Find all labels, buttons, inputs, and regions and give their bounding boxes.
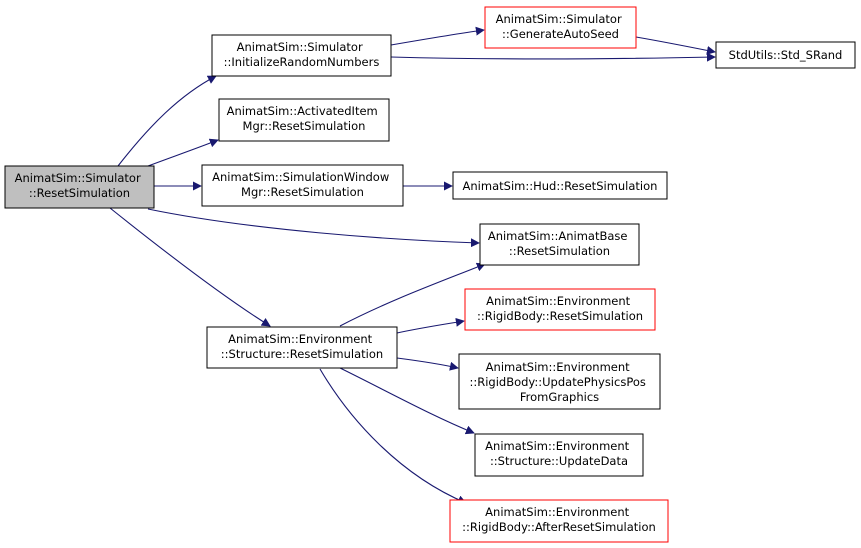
edge-reset-to-structure xyxy=(109,207,271,327)
node-label-line: AnimatSim::Environment xyxy=(486,294,630,308)
node-simulation-window-mgr-reset-simulation[interactable]: AnimatSim::SimulationWindow Mgr::ResetSi… xyxy=(201,164,404,207)
svg-text:AnimatSim::Environment: AnimatSim::Environment ::Structure::Upda… xyxy=(485,439,633,468)
node-activated-item-mgr-reset-simulation[interactable]: AnimatSim::ActivatedItem Mgr::ResetSimul… xyxy=(218,98,390,142)
node-label-line: AnimatSim::ActivatedItem xyxy=(227,104,378,118)
node-simulator-reset-simulation[interactable]: AnimatSim::Simulator ::ResetSimulation xyxy=(4,165,155,209)
node-label-line: ::GenerateAutoSeed xyxy=(502,27,619,41)
node-label-line: ::Structure::UpdateData xyxy=(490,454,628,468)
node-label-line: Mgr::ResetSimulation xyxy=(243,119,366,133)
node-structure-update-data[interactable]: AnimatSim::Environment ::Structure::Upda… xyxy=(474,433,644,477)
node-box xyxy=(218,98,390,142)
node-label-line: ::RigidBody::ResetSimulation xyxy=(477,309,643,323)
node-box xyxy=(484,6,637,49)
edge-structure-to-rigid-update xyxy=(396,357,459,371)
svg-text:AnimatSim::Simulator :: AnimatSim::Simulator ::ResetSimulation xyxy=(15,171,145,200)
node-label-line: AnimatSim::AnimatBase xyxy=(488,229,628,243)
edge-init-random-to-std-srand xyxy=(390,52,716,62)
svg-text:AnimatSim::ActivatedItem: AnimatSim::ActivatedItem Mgr::ResetSimul… xyxy=(227,104,382,133)
node-label-line: AnimatSim::Environment xyxy=(485,439,629,453)
node-box xyxy=(479,223,640,266)
node-rigid-body-update-physics-pos[interactable]: AnimatSim::Environment ::RigidBody::Upda… xyxy=(458,353,661,410)
node-label-line: ::Structure::ResetSimulation xyxy=(221,347,383,361)
node-animat-base-reset-simulation[interactable]: AnimatSim::AnimatBase ::ResetSimulation xyxy=(479,223,640,266)
node-simulator-initialize-random-numbers[interactable]: AnimatSim::Simulator ::InitializeRandomN… xyxy=(211,34,392,77)
svg-text:AnimatSim::Environment: AnimatSim::Environment ::RigidBody::Upda… xyxy=(469,360,649,404)
edge-init-random-to-gen-seed xyxy=(390,26,485,46)
node-stdutils-std-srand[interactable]: StdUtils::Std_SRand xyxy=(715,41,856,69)
node-box xyxy=(211,34,392,77)
node-rigid-body-reset-simulation[interactable]: AnimatSim::Environment ::RigidBody::Rese… xyxy=(464,288,656,331)
node-box xyxy=(458,353,661,410)
node-hud-reset-simulation[interactable]: AnimatSim::Hud::ResetSimulation xyxy=(452,171,668,200)
svg-text:AnimatSim::SimulationWindow: AnimatSim::SimulationWindow Mgr::ResetSi… xyxy=(212,170,393,199)
node-simulator-generate-auto-seed[interactable]: AnimatSim::Simulator ::GenerateAutoSeed xyxy=(484,6,637,49)
node-box xyxy=(449,499,669,543)
svg-text:AnimatSim::Environment: AnimatSim::Environment ::Structure::Rese… xyxy=(221,332,383,361)
node-label-line: AnimatSim::Simulator xyxy=(15,171,141,185)
node-label-line: AnimatSim::Environment xyxy=(486,360,630,374)
node-box xyxy=(715,41,856,69)
edge-structure-to-structure-update xyxy=(337,366,475,435)
node-label-line: AnimatSim::Hud::ResetSimulation xyxy=(463,179,658,193)
svg-text:AnimatSim::Hud::ResetSimulatio: AnimatSim::Hud::ResetSimulation xyxy=(463,179,658,193)
nodes: AnimatSim::Simulator ::ResetSimulation A… xyxy=(4,6,856,543)
node-box xyxy=(206,326,398,369)
edges xyxy=(109,26,716,504)
svg-text:StdUtils::Std_SRand: StdUtils::Std_SRand xyxy=(729,48,843,62)
edge-structure-to-rigid-reset xyxy=(396,317,465,334)
edge-structure-to-animatbase xyxy=(339,262,486,327)
edge-gen-seed-to-std-srand xyxy=(635,36,716,55)
svg-text:AnimatSim::Simulator :: AnimatSim::Simulator ::GenerateAutoSeed xyxy=(496,12,626,41)
node-label-line: ::ResetSimulation xyxy=(29,186,130,200)
node-structure-reset-simulation[interactable]: AnimatSim::Environment ::Structure::Rese… xyxy=(206,326,398,369)
svg-text:AnimatSim::Simulator :: AnimatSim::Simulator ::InitializeRandomN… xyxy=(224,40,380,69)
node-label-line: AnimatSim::Environment xyxy=(485,505,629,519)
node-label-line: AnimatSim::SimulationWindow xyxy=(212,170,389,184)
svg-text:AnimatSim::Environment: AnimatSim::Environment ::RigidBody::Afte… xyxy=(462,505,656,534)
node-box xyxy=(4,165,155,209)
node-box xyxy=(201,164,404,207)
svg-text:AnimatSim::AnimatBase: AnimatSim::AnimatBase ::ResetSimulation xyxy=(488,229,631,258)
edge-structure-to-rigid-after xyxy=(319,368,467,504)
node-rigid-body-after-reset-simulation[interactable]: AnimatSim::Environment ::RigidBody::Afte… xyxy=(449,499,669,543)
node-label-line: FromGraphics xyxy=(520,390,599,404)
svg-text:AnimatSim::Environment: AnimatSim::Environment ::RigidBody::Rese… xyxy=(477,294,643,323)
node-label-line: ::RigidBody::AfterResetSimulation xyxy=(462,520,656,534)
node-label-line: ::InitializeRandomNumbers xyxy=(224,55,380,69)
edge-reset-to-animatbase xyxy=(147,208,480,248)
node-box xyxy=(464,288,656,331)
node-box xyxy=(452,171,668,200)
node-label-line: AnimatSim::Simulator xyxy=(496,12,622,26)
node-label-line: ::RigidBody::UpdatePhysicsPos xyxy=(469,375,645,389)
node-label-line: AnimatSim::Environment xyxy=(228,332,372,346)
edge-reset-to-init-random xyxy=(117,75,217,167)
node-label-line: Mgr::ResetSimulation xyxy=(241,185,364,199)
node-box xyxy=(474,433,644,477)
node-label-line: AnimatSim::Simulator xyxy=(237,40,363,54)
node-label-line: ::ResetSimulation xyxy=(509,244,610,258)
edge-reset-to-activated-mgr xyxy=(147,138,219,167)
node-label-line: StdUtils::Std_SRand xyxy=(729,48,843,62)
